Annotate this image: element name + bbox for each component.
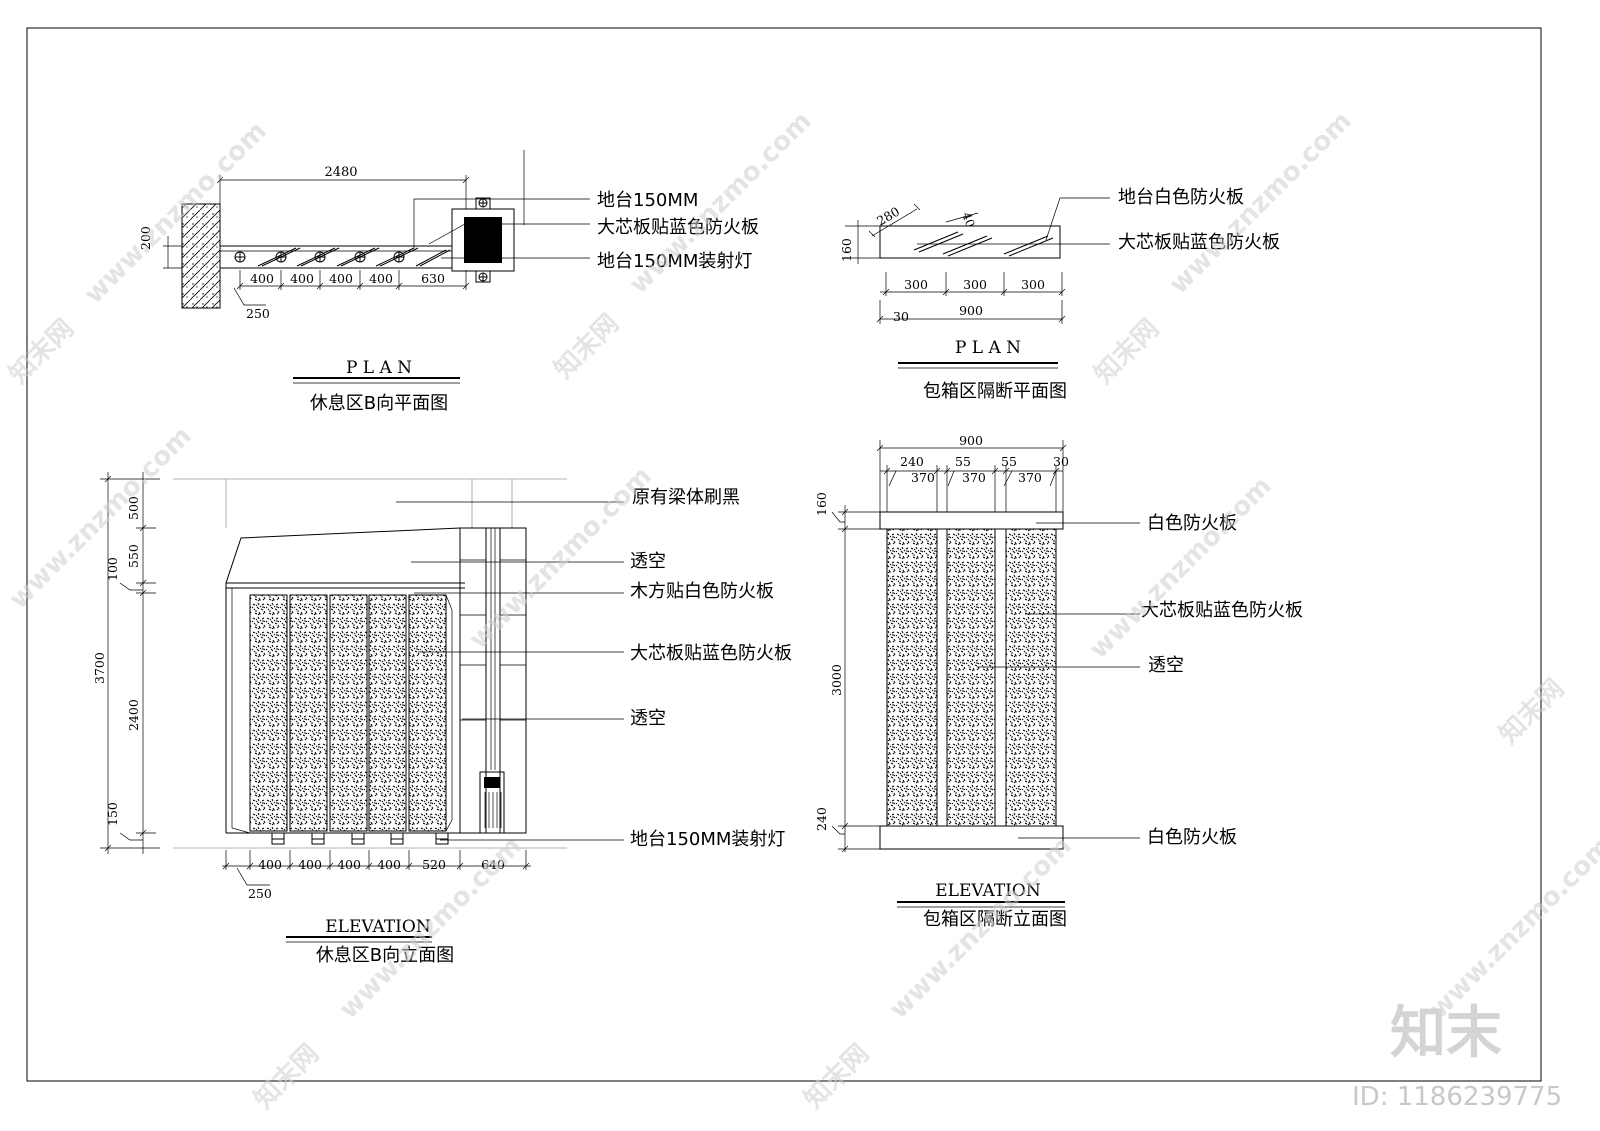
- dim-overall: 3700: [92, 652, 107, 684]
- watermark-text: www.znzmo.com: [4, 421, 198, 615]
- callout-label: 地台150MM装射灯: [630, 829, 785, 850]
- dim-overall: 2480: [324, 165, 357, 180]
- callout-label: 透空: [1148, 655, 1184, 676]
- plan-label: P L A N: [346, 358, 412, 378]
- drawing-3-elevation: 原有梁体刷黑 透空 木方贴白色防火板 大芯板贴蓝色防火板 透空 地台150MM装…: [92, 472, 792, 966]
- blue-panel: [368, 594, 407, 832]
- dim-bay: 400: [298, 857, 322, 872]
- dim-v: 500: [126, 496, 141, 520]
- watermark-text: www.znzmo.com: [1084, 471, 1278, 665]
- watermark-logo: 知末: [1390, 1001, 1502, 1066]
- dim-bay: 630: [421, 271, 445, 286]
- callout-label: 透空: [630, 551, 666, 572]
- dim-bay: 400: [329, 271, 353, 286]
- blue-panel: [249, 594, 288, 832]
- dim-diag: 40: [959, 210, 977, 229]
- watermark-brand: 知末网: [249, 1039, 325, 1115]
- watermark-brand: 知末网: [799, 1039, 875, 1115]
- watermark-brand: 知末网: [549, 309, 625, 385]
- dim-top: 55: [1001, 454, 1017, 469]
- blue-panel: [408, 594, 447, 832]
- drawing-title: 包箱区隔断平面图: [923, 381, 1067, 402]
- dim-top: 30: [1053, 454, 1069, 469]
- dim-total: 900: [959, 433, 983, 448]
- spotlight-icon: [271, 832, 449, 845]
- callout-label: 白色防火板: [1147, 827, 1237, 848]
- blue-panel: [329, 594, 368, 832]
- dim-bay: 520: [422, 857, 446, 872]
- callout-label: 大芯板贴蓝色防火板: [1141, 600, 1303, 621]
- callout-label: 原有梁体刷黑: [632, 487, 740, 508]
- dim-top: 370: [1018, 470, 1042, 485]
- callout-label: 地台150MM: [597, 190, 698, 211]
- dim-edge: 30: [893, 309, 909, 324]
- drawing-4-elevation: 900 240 55 55 30 370 370 370 160 3000 24…: [814, 433, 1303, 930]
- dim-v: 240: [814, 807, 829, 831]
- dim-top: 370: [911, 470, 935, 485]
- dim-height: 160: [839, 238, 854, 262]
- elevation-label: ELEVATION: [935, 881, 1041, 901]
- blue-panel: [289, 594, 328, 832]
- dim-offset: 250: [248, 886, 272, 901]
- blue-panel: [1005, 528, 1057, 827]
- watermark-text: www.znzmo.com: [464, 461, 658, 655]
- blue-panel: [946, 528, 996, 827]
- sheet-border: [26, 27, 1542, 1082]
- watermark-brand: 知末网: [1089, 314, 1165, 390]
- dim-side: 200: [138, 226, 153, 250]
- callout-label: 大芯板贴蓝色防火板: [1118, 232, 1280, 253]
- watermark-text: www.znzmo.com: [79, 116, 273, 310]
- watermark-brand: 知末网: [1494, 674, 1570, 750]
- dim-total: 900: [959, 303, 983, 318]
- drawing-2-plan: 280 40 160 300 300 300 900 30 地台白色防火板 大芯…: [839, 187, 1280, 402]
- dim-bay: 400: [369, 271, 393, 286]
- dim-bay: 400: [337, 857, 361, 872]
- drawing-title: 包箱区隔断立面图: [923, 909, 1067, 930]
- dim-v: 100: [105, 557, 120, 581]
- dim-top: 55: [955, 454, 971, 469]
- dim-bay: 300: [1021, 277, 1045, 292]
- callout-label: 大芯板贴蓝色防火板: [630, 643, 792, 664]
- dim-offset: 250: [246, 306, 270, 321]
- dim-top: 370: [962, 470, 986, 485]
- watermark-id: ID: 1186239775: [1352, 1082, 1562, 1112]
- dim-bay: 400: [290, 271, 314, 286]
- spotlight-icon: [234, 251, 405, 263]
- column-core: [464, 217, 502, 263]
- dim-diag: 280: [874, 204, 902, 229]
- drawing-title: 休息区B向立面图: [316, 945, 454, 966]
- callout-label: 木方贴白色防火板: [630, 581, 774, 602]
- callout-label: 透空: [630, 708, 666, 729]
- callout-label: 白色防火板: [1147, 513, 1237, 534]
- dim-bay: 640: [481, 857, 505, 872]
- drawing-1-plan: 2480 400 400 400 400 630 200 250 地台150MM…: [138, 150, 759, 414]
- watermark-text: www.znzmo.com: [1424, 831, 1600, 1025]
- dim-v: 150: [105, 802, 120, 826]
- callout-label: 大芯板贴蓝色防火板: [597, 217, 759, 238]
- dim-v: 3000: [829, 664, 844, 696]
- dim-bay: 400: [377, 857, 401, 872]
- dim-bay: 300: [904, 277, 928, 292]
- dim-top: 240: [900, 454, 924, 469]
- drawing-title: 休息区B向平面图: [310, 393, 448, 414]
- dim-bay: 400: [258, 857, 282, 872]
- dim-bay: 400: [250, 271, 274, 286]
- plan-label: P L A N: [955, 338, 1021, 358]
- dim-v: 550: [126, 544, 141, 568]
- dim-v: 2400: [126, 699, 141, 731]
- spotlight-fixture: [484, 777, 500, 788]
- callout-label: 地台150MM装射灯: [597, 251, 752, 272]
- elevation-label: ELEVATION: [325, 917, 431, 937]
- wall-hatch: [181, 203, 221, 309]
- blue-panel: [886, 528, 938, 827]
- dim-bay: 300: [963, 277, 987, 292]
- dim-v: 160: [814, 492, 829, 516]
- callout-label: 地台白色防火板: [1118, 187, 1244, 208]
- watermark-brand: 知末网: [4, 314, 80, 390]
